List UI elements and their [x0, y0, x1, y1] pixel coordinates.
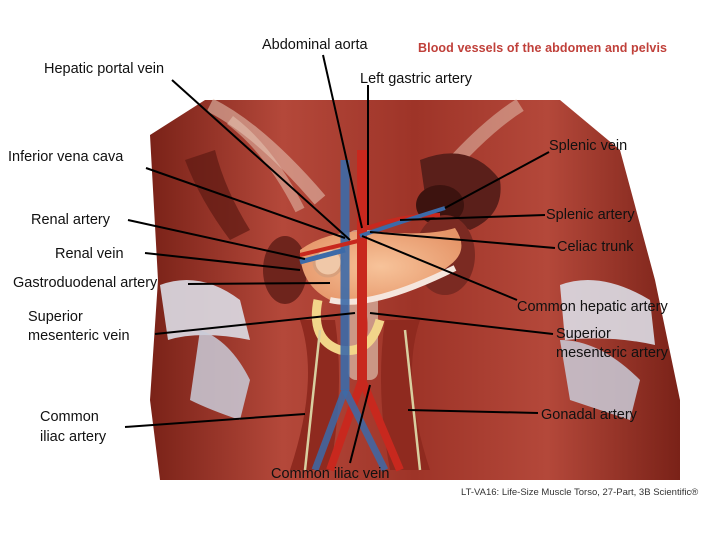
label-left-gastric-artery: Left gastric artery: [360, 71, 473, 87]
leader-lines: [124, 54, 556, 464]
leader-inferior-vena-cava: [145, 167, 346, 239]
label-renal-artery: Renal artery: [31, 212, 110, 228]
label-superior-mesenteric-vein-line2: mesenteric vein: [28, 328, 130, 344]
label-splenic-artery: Splenic artery: [546, 207, 635, 223]
label-hepatic-portal-vein: Hepatic portal vein: [44, 61, 165, 77]
label-common-iliac-artery-line1: Common: [40, 409, 99, 425]
label-gastroduodenal-artery: Gastroduodenal artery: [13, 275, 158, 291]
label-superior-mesenteric-artery-line1: Superior: [556, 326, 611, 342]
model-credit: LT-VA16: Life-Size Muscle Torso, 27-Part…: [461, 487, 699, 498]
leader-common-hepatic-artery: [361, 235, 518, 301]
leader-abdominal-aorta: [322, 54, 363, 229]
leader-splenic-artery: [399, 214, 546, 221]
diagram-title: Blood vessels of the abdomen and pelvis: [418, 41, 668, 55]
blood-vessels: [299, 150, 446, 472]
label-common-iliac-artery-line2: iliac artery: [40, 429, 107, 445]
leader-renal-vein: [144, 252, 301, 271]
label-inferior-vena-cava: Inferior vena cava: [8, 149, 124, 165]
leader-celiac-trunk: [369, 231, 556, 249]
leader-renal-artery: [127, 219, 306, 260]
leader-gastroduodenal-artery: [187, 282, 331, 285]
label-renal-vein: Renal vein: [55, 246, 124, 262]
right-kidney: [263, 236, 307, 304]
label-splenic-vein: Splenic vein: [549, 138, 628, 154]
leader-hepatic-portal-vein: [171, 79, 351, 241]
label-gonadal-artery: Gonadal artery: [541, 407, 637, 423]
leader-gonadal-artery: [407, 409, 539, 414]
leader-common-iliac-vein: [349, 384, 371, 464]
label-celiac-trunk: Celiac trunk: [557, 239, 634, 255]
label-abdominal-aorta: Abdominal aorta: [262, 37, 368, 53]
label-superior-mesenteric-vein-line1: Superior: [28, 309, 83, 325]
label-common-hepatic-artery: Common hepatic artery: [517, 299, 668, 315]
label-superior-mesenteric-artery-line2: mesenteric artery: [556, 345, 669, 361]
leader-superior-mesenteric-artery: [369, 312, 554, 335]
label-common-iliac-vein: Common iliac vein: [271, 466, 390, 482]
leader-splenic-vein: [444, 151, 550, 209]
leader-superior-mesenteric-vein: [154, 312, 356, 335]
leader-common-iliac-artery: [124, 413, 306, 428]
